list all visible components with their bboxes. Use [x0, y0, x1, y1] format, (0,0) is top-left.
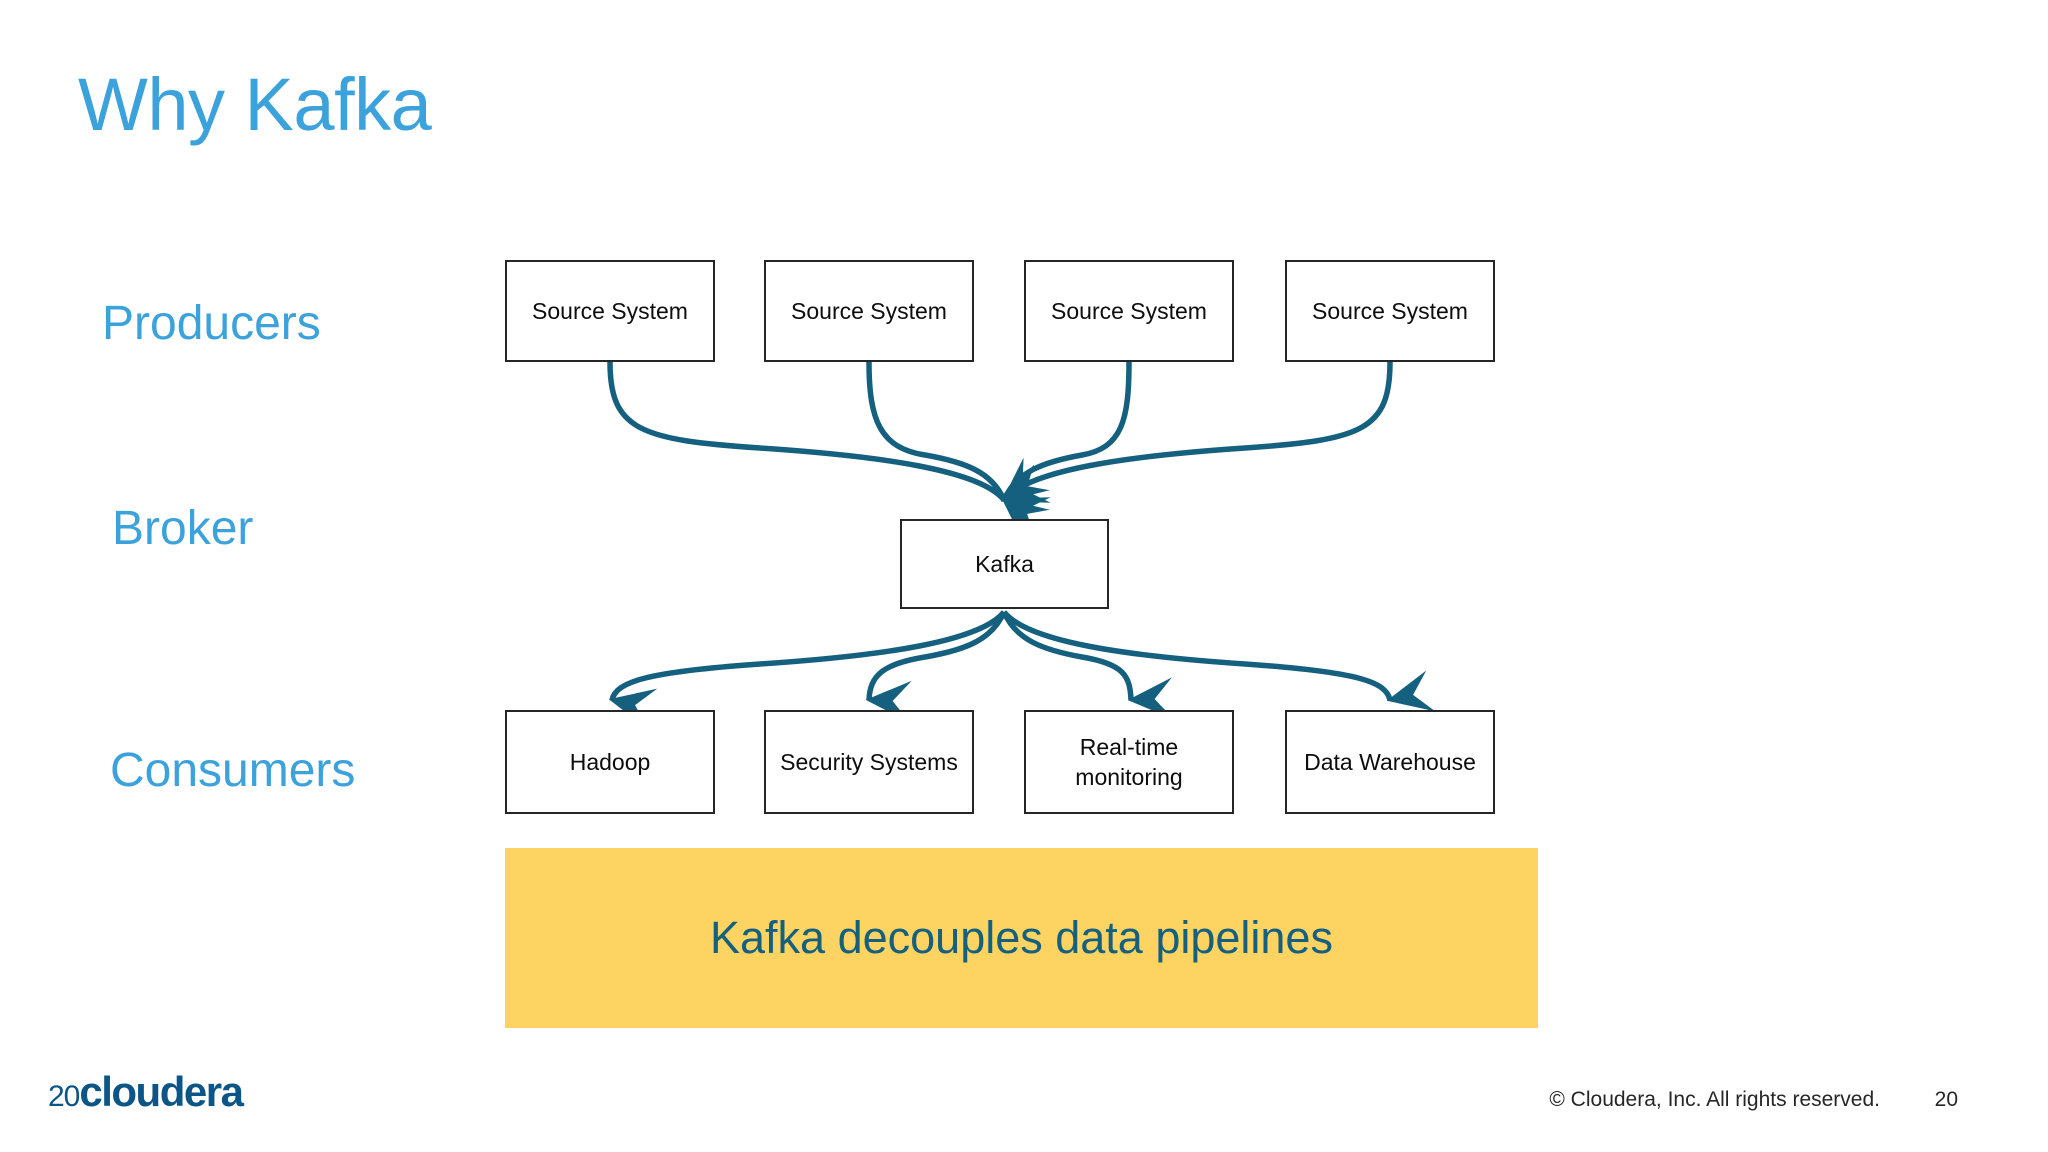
arrow-producer-1	[607, 361, 1050, 503]
arrow-producer-3	[1000, 361, 1132, 536]
page-title: Why Kafka	[78, 63, 432, 146]
consumer-box-3[interactable]: Real-time monitoring	[1024, 710, 1234, 814]
producer-label-1: Source System	[532, 298, 688, 324]
producer-box-3[interactable]: Source System	[1024, 260, 1234, 362]
consumer-label-3: Real-time monitoring	[1075, 734, 1183, 790]
broker-label: Kafka	[975, 551, 1034, 577]
arrow-producer-2	[866, 361, 1051, 503]
producer-box-2[interactable]: Source System	[764, 260, 974, 362]
producer-label-2: Source System	[791, 298, 947, 324]
arrow-consumer-4	[1001, 610, 1436, 712]
consumer-label-4: Data Warehouse	[1304, 749, 1476, 775]
arrow-consumer-1	[608, 610, 1007, 730]
arrow-producer-4	[1001, 361, 1393, 543]
consumer-box-4[interactable]: Data Warehouse	[1285, 710, 1495, 814]
consumer-box-2[interactable]: Security Systems	[764, 710, 974, 814]
producer-box-4[interactable]: Source System	[1285, 260, 1495, 362]
broker-box-kafka[interactable]: Kafka	[900, 519, 1109, 609]
stage-label-producers: Producers	[102, 297, 321, 350]
logo-number: 20	[48, 1080, 80, 1113]
stage-label-consumers: Consumers	[110, 744, 356, 797]
producer-label-4: Source System	[1312, 298, 1468, 324]
consumer-box-1[interactable]: Hadoop	[505, 710, 715, 814]
page-number: 20	[1934, 1088, 1958, 1111]
stage-label-broker: Broker	[112, 502, 254, 555]
arrow-consumer-2	[865, 610, 1007, 723]
callout-text: Kafka decouples data pipelines	[710, 912, 1333, 963]
logo-wordmark: cloudera	[79, 1068, 244, 1115]
arrow-consumer-3	[1001, 610, 1174, 720]
producer-label-3: Source System	[1051, 298, 1207, 324]
copyright-text: © Cloudera, Inc. All rights reserved.	[1549, 1088, 1880, 1111]
consumer-label-2: Security Systems	[780, 749, 958, 775]
callout-banner: Kafka decouples data pipelines	[505, 848, 1538, 1028]
producer-box-1[interactable]: Source System	[505, 260, 715, 362]
consumer-label-1: Hadoop	[569, 749, 651, 775]
cloudera-logo: 20 cloudera	[48, 1068, 244, 1116]
